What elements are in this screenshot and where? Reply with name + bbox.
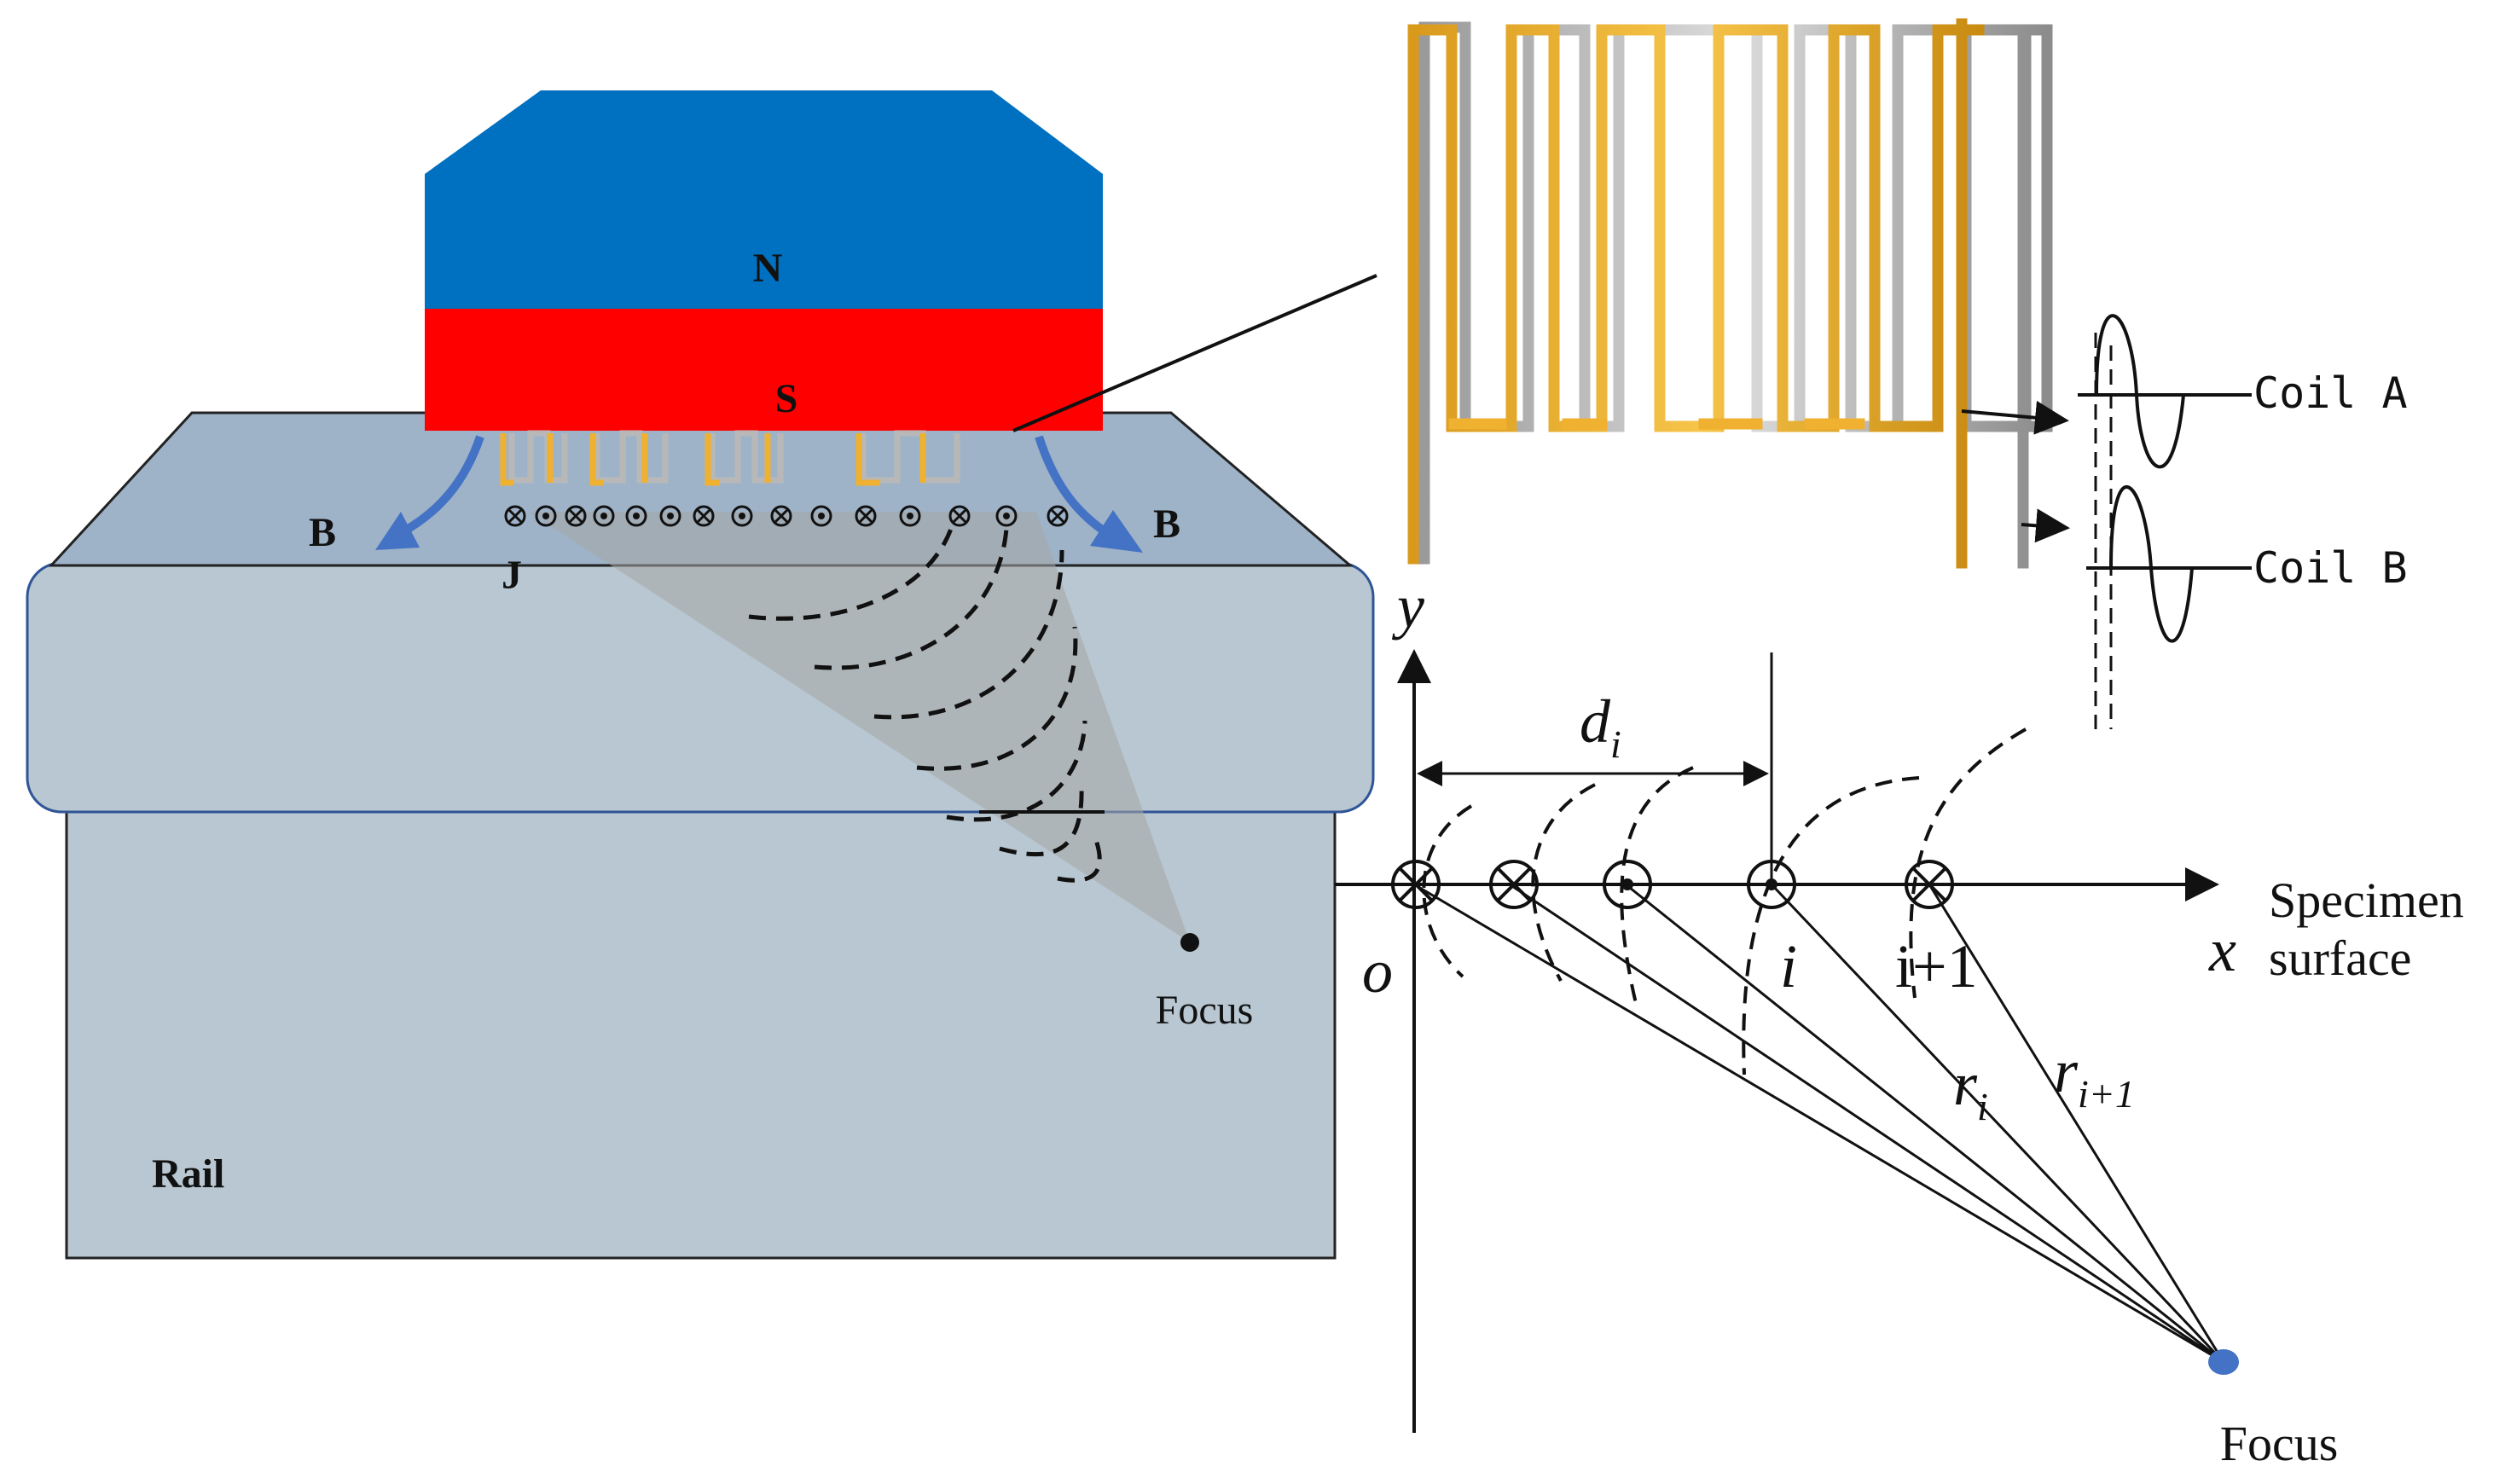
current-into-page-symbol xyxy=(855,505,877,527)
north-label: N xyxy=(753,246,783,291)
magnet: N S xyxy=(425,90,1103,431)
magnet-top-bevel xyxy=(425,90,1103,174)
x-axis-label: x xyxy=(2208,916,2236,984)
focusing-cone xyxy=(529,512,1190,942)
current-into-page-symbol xyxy=(1047,505,1069,527)
b-arrow-left xyxy=(398,435,484,537)
element-symbol-row xyxy=(1391,860,1954,909)
rail-label: Rail xyxy=(152,1151,224,1197)
magnet-north-pole xyxy=(425,174,1103,309)
coil-b-wave xyxy=(2109,485,2194,643)
coil-a-wave xyxy=(2095,314,2185,469)
i-label: i xyxy=(1780,932,1797,1000)
coil-b-label: Coil B xyxy=(2253,543,2408,593)
current-out-of-page-symbol xyxy=(593,505,615,527)
focus-label-left: Focus xyxy=(1156,988,1254,1033)
b-arrow-right xyxy=(1035,435,1110,537)
y-axis-label: y xyxy=(1391,572,1424,641)
current-symbol-row xyxy=(504,505,1069,527)
specimen-surface-label-2: surface xyxy=(2269,930,2411,986)
b-field: B B J xyxy=(309,435,1180,598)
focus-point-right xyxy=(2208,1349,2239,1375)
coordinate-diagram: y x o Specimen surface di i i+1 ri xyxy=(1335,572,2464,1471)
specimen-surface-label-1: Specimen xyxy=(2269,872,2464,928)
di-label: di xyxy=(1580,687,1621,766)
mini-meander-coil xyxy=(500,430,960,486)
current-into-page-symbol xyxy=(693,505,715,527)
current-into-page-symbol xyxy=(948,505,971,527)
b-label-left: B xyxy=(309,510,336,555)
current-out-of-page-symbol xyxy=(535,505,557,527)
current-into-page-symbol xyxy=(504,505,526,527)
south-label: S xyxy=(775,376,798,421)
wavefronts-left xyxy=(748,528,1102,883)
current-into-page-symbol xyxy=(565,505,587,527)
current-out-of-page-symbol xyxy=(899,505,921,527)
enlarged-meander-coil xyxy=(1407,18,2053,569)
focus-point-left xyxy=(1180,933,1199,952)
coil-b-pointer xyxy=(2021,508,2070,543)
current-out-of-page-symbol xyxy=(625,505,647,527)
j-label: J xyxy=(502,553,522,598)
coil-a-label: Coil A xyxy=(2253,368,2408,418)
coil-signals: Coil A Coil B xyxy=(1961,314,2408,729)
coil-gray-trace xyxy=(1418,21,2053,569)
current-out-of-page-symbol xyxy=(731,505,753,527)
current-out-of-page-symbol xyxy=(995,505,1018,527)
b-label-right: B xyxy=(1153,501,1180,547)
i-plus-1-label: i+1 xyxy=(1895,932,1978,1000)
current-out-of-page-symbol xyxy=(810,505,832,527)
ri-plus-1-label: ri+1 xyxy=(2054,1037,2135,1116)
ri-label: ri xyxy=(1953,1050,1988,1128)
current-into-page-symbol xyxy=(770,505,792,527)
coil-a-pointer xyxy=(1961,400,2069,435)
zoom-leader-line xyxy=(1012,274,1377,432)
origin-label: o xyxy=(1362,937,1393,1006)
current-out-of-page-symbol xyxy=(659,505,681,527)
magnet-south-pole xyxy=(425,309,1103,431)
focus-label-right: Focus xyxy=(2220,1416,2339,1471)
wavefronts-right xyxy=(1422,728,2027,1075)
focus-rays xyxy=(1413,883,2225,1364)
